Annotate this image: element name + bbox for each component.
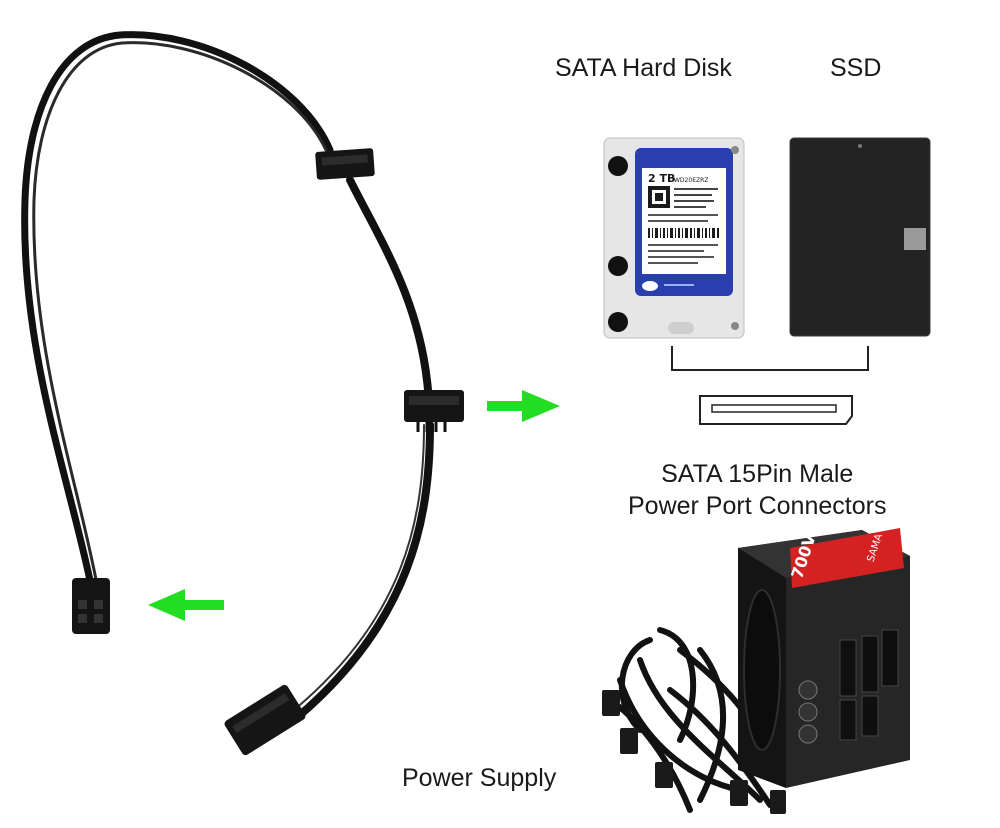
connector-bracket bbox=[671, 346, 869, 371]
sata-port-icon bbox=[699, 395, 853, 425]
power-supply-label: Power Supply bbox=[402, 764, 557, 792]
ssd-label: SSD bbox=[830, 54, 882, 82]
arrow-right-icon bbox=[487, 390, 560, 422]
sata-hard-disk-image bbox=[603, 137, 745, 339]
sata-caption-line-1: SATA 15Pin Male bbox=[661, 460, 854, 488]
sata-connector-caption: SATA 15Pin Male Power Port Connectors bbox=[628, 458, 886, 522]
power-supply-image bbox=[602, 528, 910, 814]
sata-power-cable bbox=[21, 31, 434, 719]
arrow-left-icon bbox=[148, 589, 224, 621]
sata-caption-line-2: Power Port Connectors bbox=[628, 492, 887, 520]
hdd-capacity: 2 TB bbox=[648, 172, 675, 185]
sata-connector-top bbox=[315, 148, 375, 180]
molex-plug bbox=[224, 684, 306, 756]
ssd-image bbox=[789, 137, 931, 337]
hdd-label: SATA Hard Disk bbox=[555, 54, 732, 82]
hdd-model: WD20EZRZ bbox=[674, 177, 708, 184]
sata-connector-middle bbox=[404, 390, 464, 432]
pcie-6pin-plug bbox=[72, 578, 110, 634]
